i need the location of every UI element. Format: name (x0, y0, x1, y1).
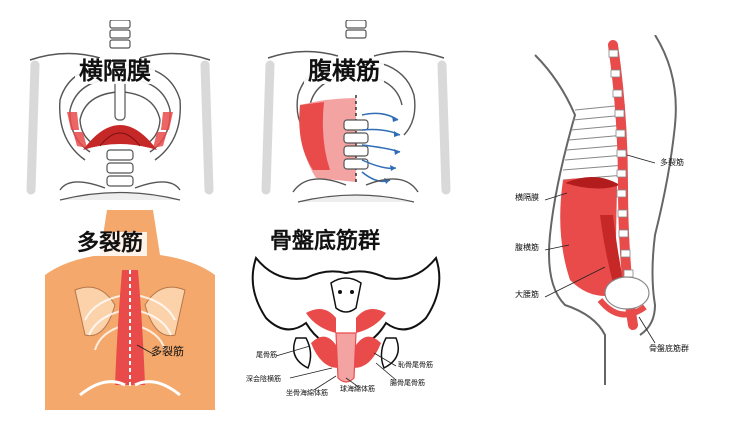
side-transversus-muscle (560, 178, 617, 296)
diaphragm-title: 横隔膜 (75, 58, 155, 84)
bulbospongiosus-muscle (335, 332, 357, 383)
multifidus-title: 多裂筋 (73, 231, 148, 257)
ischiocavernosus-label: 坐骨海綿体筋 (286, 389, 328, 397)
pubococcygeus-label: 恥骨尾骨筋 (398, 361, 433, 369)
iliococcygeus-label: 腸骨尾骨筋 (390, 379, 425, 387)
pubococcygeus-muscle (354, 336, 381, 368)
coccygeus-muscle (306, 309, 336, 333)
side-pelvic-floor-muscle (597, 298, 647, 318)
side-diaphragm-label: 横隔膜 (515, 193, 539, 202)
pelvic-floor-panel: 骨盤底筋群 尾骨筋 深会陰横筋 坐骨海綿体筋 球海綿体筋 恥骨尾骨筋 腸骨尾骨筋 (236, 228, 456, 408)
iliococcygeus-muscle (356, 309, 386, 333)
transversus-muscle (299, 102, 330, 170)
multifidus-illustration (45, 210, 215, 410)
multifidus-panel: 多裂筋 多裂筋 (45, 210, 215, 410)
side-transversus-label: 腹横筋 (515, 243, 539, 252)
pelvic-floor-illustration (251, 255, 441, 391)
coccygeus-label: 尾骨筋 (256, 351, 277, 359)
transversus-title: 腹横筋 (304, 58, 384, 84)
diaphragm-muscle (83, 125, 157, 150)
pelvic-floor-title: 骨盤底筋群 (266, 229, 385, 255)
deep-transverse-perineal-label: 深会陰横筋 (246, 375, 281, 383)
bulbospongiosus-label: 球海綿体筋 (340, 385, 375, 393)
diaphragm-panel: 横隔膜 (25, 20, 215, 206)
side-view-illustration (534, 35, 677, 385)
side-multifidus-label: 多裂筋 (660, 158, 684, 167)
side-psoas-label: 大腰筋 (515, 290, 539, 299)
side-diaphragm-muscle (565, 176, 620, 189)
side-pelvic-floor-label: 骨盤底筋群 (649, 344, 689, 353)
diaphragm-illustration (26, 20, 214, 201)
transversus-panel: 腹横筋 (258, 20, 454, 206)
transversus-illustration (261, 20, 451, 203)
ischiocavernosus-muscle (311, 336, 338, 368)
multifidus-label: 多裂筋 (151, 345, 184, 358)
side-view-panel: 多裂筋 横隔膜 腹横筋 大腰筋 骨盤底筋群 (505, 35, 725, 385)
side-psoas-muscle (600, 215, 625, 290)
